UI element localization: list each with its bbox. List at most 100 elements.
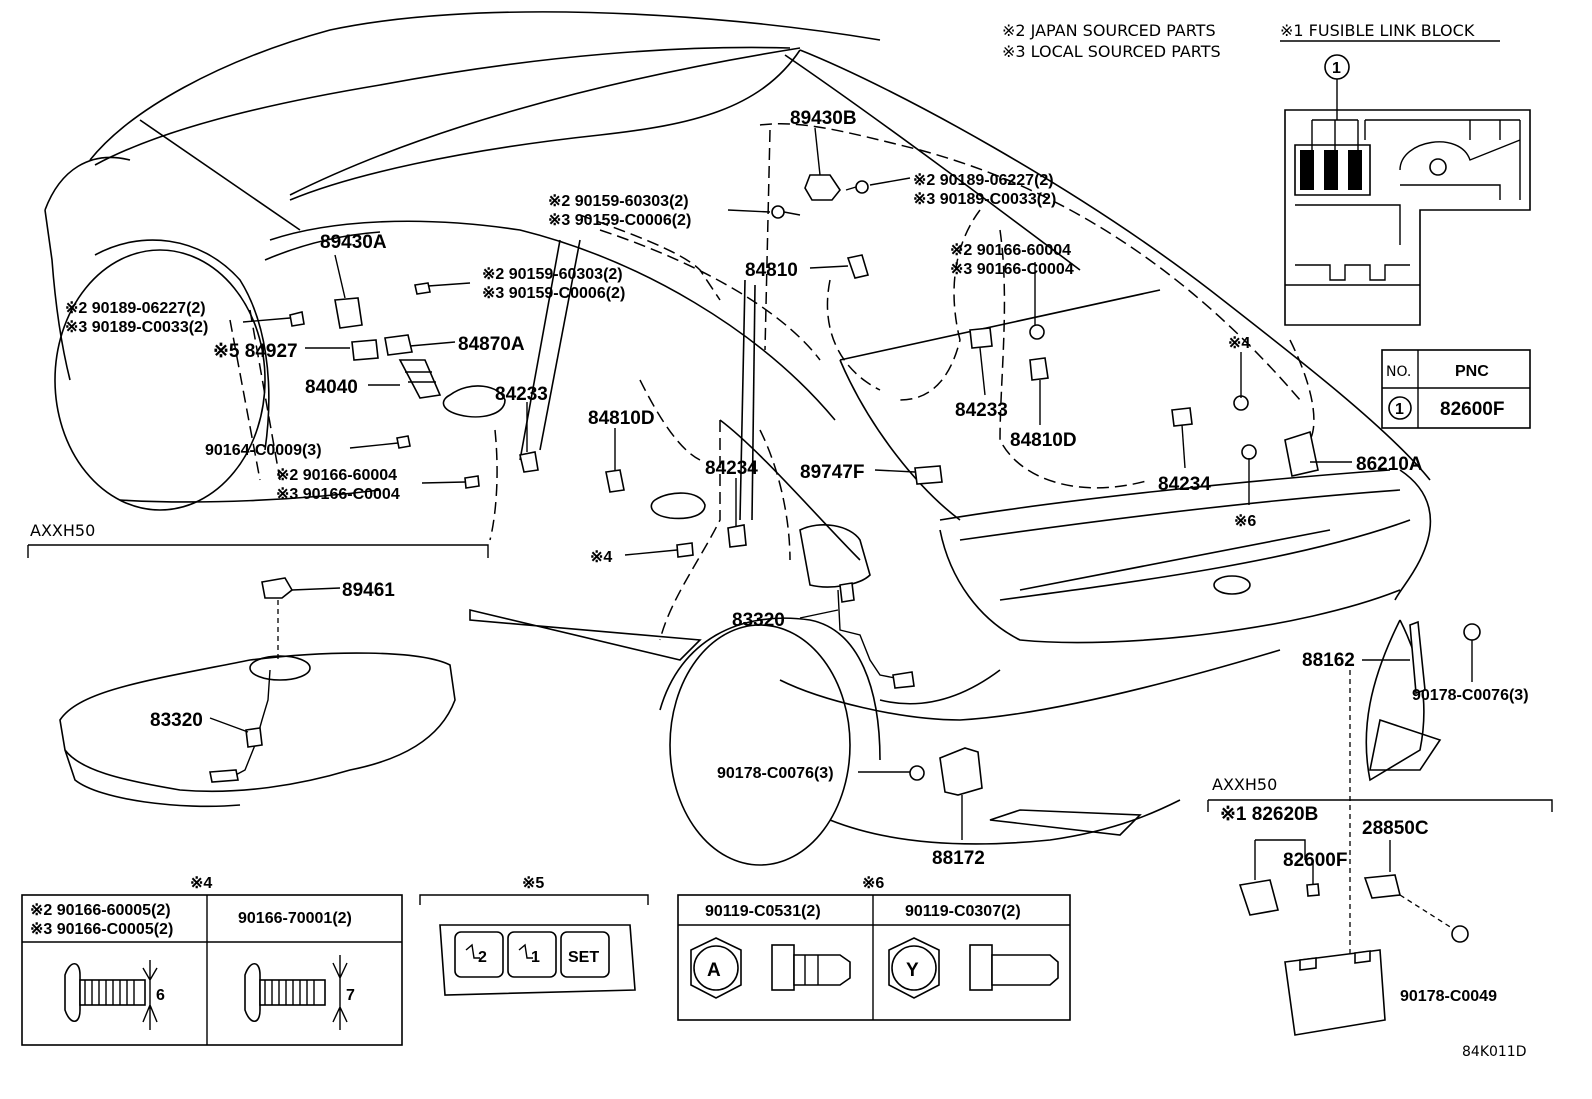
label-b2-90189-left: ※2 90189-06227(2) <box>65 300 206 317</box>
pnc-table <box>1381 349 1531 429</box>
fuel-tank-group: AXXH50 <box>27 521 489 808</box>
label-note4-right: ※4 <box>1228 335 1250 352</box>
legend-local: ※3 LOCAL SOURCED PARTS <box>1002 42 1221 61</box>
sensor-89430b <box>804 174 841 201</box>
label-89430b: 89430B <box>790 108 857 129</box>
seat-icon <box>518 943 533 959</box>
sensor-89747f <box>914 465 943 485</box>
label-88162: 88162 <box>1302 650 1355 671</box>
label-84040: 84040 <box>305 377 358 398</box>
memory-button-2[interactable] <box>454 931 504 978</box>
switch-84234-mid <box>727 524 747 548</box>
box4-dim2: 7 <box>346 987 355 1004</box>
detail-box-6: ※6 90119-C0531(2) 90119-C0307(2) A Y <box>677 875 1071 1021</box>
label-89430a: 89430A <box>320 232 387 253</box>
label-84234-mid: 84234 <box>705 458 758 479</box>
label-84810d-right: 84810D <box>1010 430 1077 451</box>
label-note6: ※6 <box>1234 513 1256 530</box>
box4-col2: 90166-70001(2) <box>238 910 352 927</box>
table-pnc-header: PNC <box>1455 363 1489 380</box>
label-84810d-mid: 84810D <box>588 408 655 429</box>
label-84810: 84810 <box>745 260 798 281</box>
label-90178-c0049: 90178-C0049 <box>1400 988 1497 1005</box>
memory-button-2-label: 2 <box>478 949 487 966</box>
label-b3-90159-top: ※3 90159-C0006(2) <box>548 212 691 229</box>
memory-button-set[interactable] <box>560 931 610 978</box>
sensor-89430a <box>334 297 363 329</box>
box5-title: ※5 <box>522 875 544 892</box>
sensor-28850c <box>1363 874 1401 899</box>
label-83320-top: 83320 <box>732 610 785 631</box>
label-84233-left: 84233 <box>495 384 548 405</box>
box6-col1: 90119-C0531(2) <box>705 903 821 920</box>
switch-84927 <box>351 339 379 361</box>
vehicle-body-outline <box>44 11 1442 866</box>
label-86210a: 86210A <box>1356 454 1423 475</box>
part-symbols <box>289 174 1481 796</box>
fusible-link-block: 1 NO. PNC 1 82600F <box>1284 54 1531 429</box>
box4-col1-line2: ※3 90166-C0005(2) <box>30 921 173 938</box>
label-90164: 90164-C0009(3) <box>205 442 322 459</box>
label-b3-90159-left: ※3 90159-C0006(2) <box>482 285 625 302</box>
part-labels: 89430B ※2 90189-06227(2) ※3 90189-C0033(… <box>65 108 1529 1060</box>
label-84927: ※5 84927 <box>213 341 298 362</box>
label-82620b: ※1 82620B <box>1220 804 1318 825</box>
label-82600f: 82600F <box>1283 850 1347 871</box>
label-28850c: 28850C <box>1362 818 1429 839</box>
unit-88172 <box>939 747 983 796</box>
sensor-89461 <box>261 577 294 599</box>
switch-84234-right <box>1171 407 1193 427</box>
label-note4-mid: ※4 <box>590 549 612 566</box>
label-89461: 89461 <box>342 580 395 601</box>
label-89747f: 89747F <box>800 462 864 483</box>
label-b2-90166-top: ※2 90166-60004 <box>950 242 1071 259</box>
label-88172: 88172 <box>932 848 985 869</box>
label-b3-90189-top: ※3 90189-C0033(2) <box>913 191 1056 208</box>
axxh50-bracket-right <box>1207 799 1553 812</box>
detail-box-4: ※4 ※2 90166-60005(2) ※3 90166-C0005(2) 9… <box>21 875 403 1046</box>
legend-japan: ※2 JAPAN SOURCED PARTS <box>1002 21 1216 40</box>
table-row-pnc: 82600F <box>1440 399 1504 420</box>
label-84234-right: 84234 <box>1158 474 1211 495</box>
switch-84870a <box>384 334 413 356</box>
callout-number: 1 <box>1332 60 1341 77</box>
label-b3-90166-mid: ※3 90166-C0004 <box>276 486 400 503</box>
box4-dim1: 6 <box>156 987 165 1004</box>
box6-mark-a: A <box>707 960 721 981</box>
box4-title: ※4 <box>190 875 212 892</box>
box4-col1-line1: ※2 90166-60005(2) <box>30 902 171 919</box>
label-b2-90159-left: ※2 90159-60303(2) <box>482 266 623 283</box>
switch-84810d-right <box>1029 357 1049 381</box>
label-b2-90166-mid: ※2 90166-60004 <box>276 467 397 484</box>
label-83320-left: 83320 <box>150 710 203 731</box>
label-90178-mid: 90178-C0076(3) <box>717 765 834 782</box>
battery <box>1284 949 1386 1036</box>
block-82620b <box>1238 879 1279 916</box>
memory-button-1[interactable] <box>507 931 557 978</box>
switch-84233-left <box>519 451 539 473</box>
label-b3-90166-top: ※3 90166-C0004 <box>950 261 1074 278</box>
label-84233-right: 84233 <box>955 400 1008 421</box>
switch-84810d-mid <box>605 469 625 493</box>
box6-mark-y: Y <box>906 960 919 981</box>
switch-84040 <box>398 359 442 399</box>
legend-fusible: ※1 FUSIBLE LINK BLOCK <box>1280 21 1475 40</box>
box6-title: ※6 <box>862 875 884 892</box>
battery-group: AXXH50 <box>1207 670 1553 1036</box>
table-row-no: 1 <box>1395 401 1404 418</box>
axxh50-label-right: AXXH50 <box>1212 775 1277 794</box>
label-b2-90189-top: ※2 90189-06227(2) <box>913 172 1054 189</box>
seat-icon <box>465 943 480 959</box>
memory-button-set-label: SET <box>568 949 599 966</box>
label-b3-90189-left: ※3 90189-C0033(2) <box>65 319 208 336</box>
sender-83320 <box>839 582 855 603</box>
leader-lines <box>209 127 1473 884</box>
sensor-88162 <box>1409 620 1426 695</box>
label-90178-right: 90178-C0076(3) <box>1412 687 1529 704</box>
table-no-header: NO. <box>1386 364 1411 380</box>
label-84870a: 84870A <box>458 334 525 355</box>
label-b2-90159-top: ※2 90159-60303(2) <box>548 193 689 210</box>
memory-button-1-label: 1 <box>531 949 540 966</box>
